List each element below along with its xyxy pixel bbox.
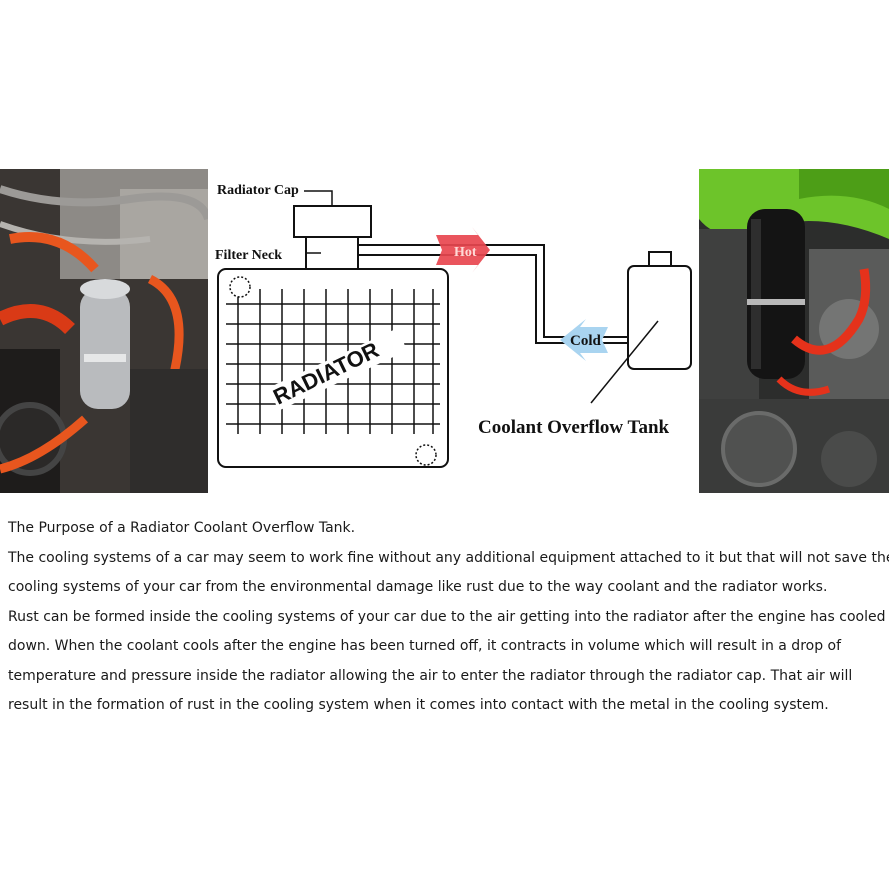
cooling-system-diagram: RADIATOR Radiator Cap Filter Neck Hot Co… xyxy=(215,183,692,468)
motorcycle-illustration-right xyxy=(699,169,889,493)
article-text: The Purpose of a Radiator Coolant Overfl… xyxy=(8,514,889,721)
overflow-tank-cap xyxy=(648,251,672,268)
article-title: The Purpose of a Radiator Coolant Overfl… xyxy=(8,520,356,536)
article-line: cooling systems of your car from the env… xyxy=(8,579,828,595)
engine-bay-photo-left xyxy=(0,169,208,493)
article-line: The cooling systems of a car may seem to… xyxy=(8,549,889,566)
motorcycle-photo-right xyxy=(699,169,889,493)
engine-bay-illustration-left xyxy=(0,169,208,493)
cold-arrow xyxy=(560,319,608,361)
cold-label: Cold xyxy=(570,333,602,349)
hot-label: Hot xyxy=(454,245,477,260)
article-line: Rust can be formed inside the cooling sy… xyxy=(8,608,886,625)
radiator-cap xyxy=(293,205,372,238)
hot-arrow xyxy=(436,227,490,273)
article-line: result in the formation of rust in the c… xyxy=(8,697,829,713)
radiator-grid xyxy=(226,289,440,434)
overflow-tank xyxy=(627,265,692,370)
drain-plug-bottom xyxy=(415,444,437,466)
radiator-cap-label: Radiator Cap xyxy=(217,183,299,198)
article-line: down. When the coolant cools after the e… xyxy=(8,638,842,654)
drain-plug-top xyxy=(229,276,251,298)
overflow-tank-label: Coolant Overflow Tank xyxy=(478,417,670,438)
article-line: temperature and pressure inside the radi… xyxy=(8,667,853,684)
radiator-label-band xyxy=(270,327,406,411)
filter-neck-label: Filter Neck xyxy=(215,248,282,263)
